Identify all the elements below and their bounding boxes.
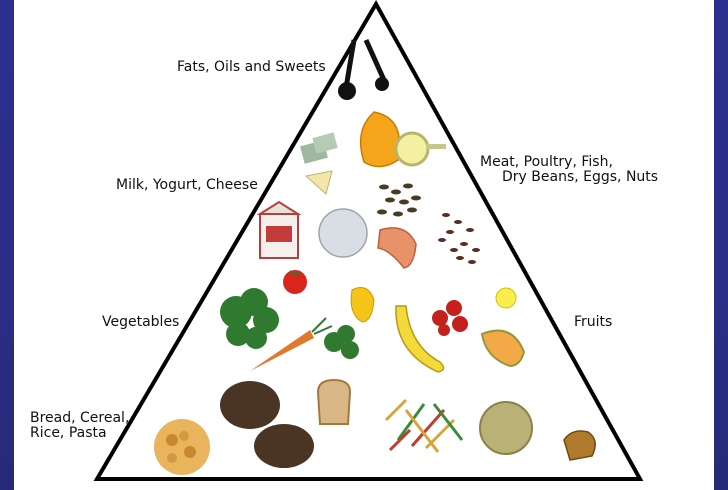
label-bread-line2: Rice, Pasta — [30, 426, 107, 441]
label-vegetables: Vegetables — [102, 315, 179, 330]
label-milk-yogurt-cheese: Milk, Yogurt, Cheese — [116, 178, 258, 193]
lemon-icon — [496, 288, 516, 308]
label-fruits: Fruits — [574, 315, 612, 330]
toast-slice-icon — [318, 380, 350, 424]
tomato-icon — [283, 270, 307, 294]
label-fats-oils-sweets: Fats, Oils and Sweets — [177, 60, 326, 75]
cereal-icon — [154, 419, 210, 475]
label-bread-line1: Bread, Cereal, — [30, 411, 129, 426]
muffin-icon — [564, 431, 595, 460]
rice-bowl-icon — [480, 402, 532, 454]
milk-carton-icon — [260, 202, 298, 258]
milk-glass-icon — [319, 209, 367, 257]
label-meat-line2: Dry Beans, Eggs, Nuts — [502, 170, 658, 185]
pyramid-outline — [97, 4, 640, 479]
white-panel: Fats, Oils and Sweets Milk, Yogurt, Chee… — [14, 0, 714, 490]
label-meat-line1: Meat, Poultry, Fish, — [480, 155, 613, 170]
